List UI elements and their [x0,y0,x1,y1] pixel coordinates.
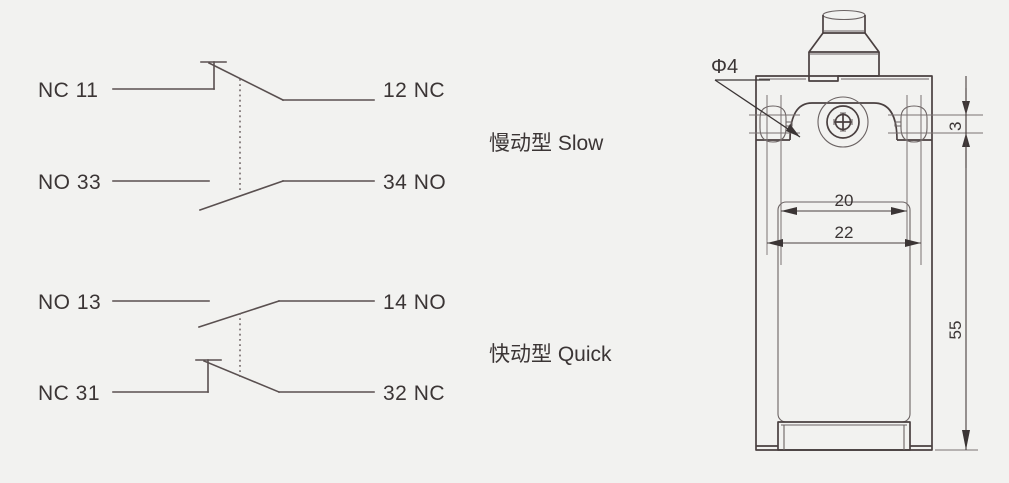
slot-left-outline [759,105,787,143]
body-outer-outline [755,75,933,451]
label-body-height: 55 [946,321,965,340]
label-hole-spacing-outer: 22 [835,223,854,242]
contact-no-13-14 [112,299,375,329]
label-32-nc: 32 NC [383,382,445,405]
circuit-slow-action: NC 11 12 NC NO 33 34 NO 慢动型 Slow [38,61,604,212]
label-14-no: 14 NO [383,291,446,314]
label-nc-31: NC 31 [38,382,100,405]
plunger-shoulder [808,32,880,53]
base-block-side-lines [783,425,905,450]
contact-nc-31-32 [112,359,375,394]
slot-right-outline [900,105,928,143]
label-no-33: NO 33 [38,171,101,194]
dimension-hole-spacing-outer: 22 [766,223,922,255]
actuator-plunger [808,9,880,77]
screw-outer-circle [817,96,869,148]
mechanical-drawing: Φ4 3 20 [711,9,983,451]
label-type-slow: 慢动型 Slow [489,132,604,155]
plunger-collar [808,52,880,77]
plunger-barrel [822,15,866,34]
screw-head-circle [826,105,860,139]
screw-phillips-cross [834,113,852,131]
dimension-hole-spacing-inner: 20 [780,190,908,222]
label-nc-11: NC 11 [38,79,98,102]
label-hole-diameter: Φ4 [711,56,738,78]
dim20-arrow-left [781,207,797,215]
center-screw [817,96,869,148]
mounting-slot-left [759,105,793,143]
screw-cross-ends [833,112,853,132]
contact-nc-11-12 [112,61,375,102]
contact-blade-nc11 [207,61,285,102]
contact-blade-nc31 [202,359,281,394]
switch-body [755,75,933,451]
dia-leader-arrowhead [786,124,800,137]
label-type-quick: 快动型 Quick [489,343,612,366]
construction-centerlines [749,95,983,265]
dia-leader-line [714,79,801,138]
dim22-arrow-left [767,239,783,247]
plunger-cap-top [822,9,866,21]
label-hole-spacing-inner: 20 [835,191,854,210]
dim20-arrow-right [891,207,907,215]
dim55-arrow-bottom [962,430,970,450]
slot-right-notch [894,121,901,127]
base-terminal-block [777,421,911,451]
dim22-arrow-right [905,239,921,247]
label-no-13: NO 13 [38,291,101,314]
circuit-quick-action: NO 13 14 NO NC 31 32 NC 快动型 Quick [38,291,612,405]
dimension-body-height: 55 [935,76,978,451]
mounting-boss-outline [789,102,898,141]
contact-blade-no13 [197,299,281,329]
label-34-no: 34 NO [383,171,446,194]
label-slot-height: 3 [946,122,965,131]
label-12-nc: 12 NC [383,79,445,102]
contact-blade-no33 [198,179,285,212]
dimension-hole-diameter: Φ4 [711,56,801,138]
mounting-slot-right [894,105,928,143]
contact-no-33-34 [112,179,375,212]
